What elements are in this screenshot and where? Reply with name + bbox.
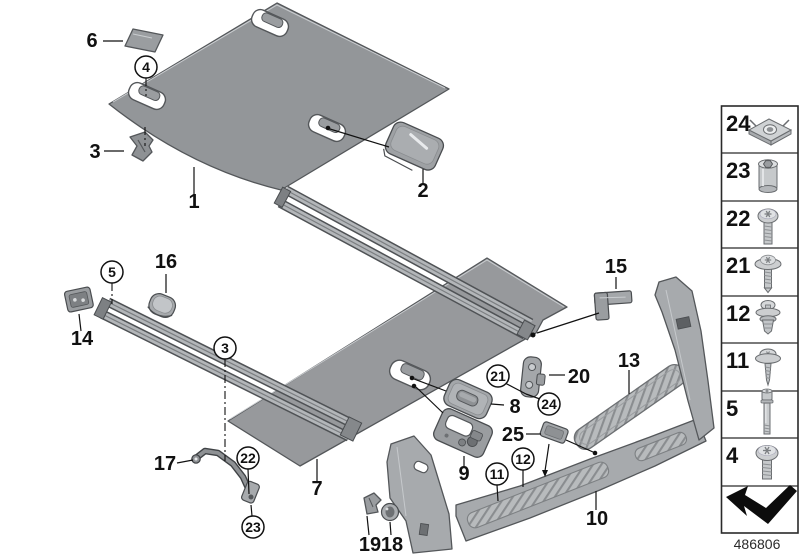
figure-number: 486806 [734, 536, 781, 552]
part-8-cover [443, 378, 493, 420]
label-8[interactable]: 8 [509, 396, 520, 418]
label-14[interactable]: 14 [71, 328, 94, 350]
label-19[interactable]: 19 [359, 534, 381, 556]
flange-head-screw-icon [754, 254, 782, 294]
part-6-cover [124, 28, 164, 53]
svg-text:22: 22 [240, 450, 256, 466]
label-1[interactable]: 1 [188, 191, 199, 213]
label-10[interactable]: 10 [586, 508, 608, 530]
part-2-cover [383, 121, 445, 171]
callout-circle-22[interactable]: 22 [236, 446, 260, 470]
callout-circle-21[interactable]: 21 [486, 364, 510, 388]
shoulder-bolt-icon [760, 388, 774, 435]
part-3-clip [129, 131, 154, 162]
label-18[interactable]: 18 [381, 534, 403, 556]
callout-circle-12[interactable]: 12 [511, 447, 535, 471]
legend-row-12[interactable]: 12 [726, 301, 750, 326]
part-19-clip [363, 492, 382, 515]
label-20[interactable]: 20 [568, 366, 590, 388]
legend-row-11[interactable]: 11 [726, 348, 749, 373]
legend-row-24[interactable]: 24 [726, 111, 751, 136]
pan-head-screw-icon [755, 445, 779, 480]
label-25[interactable]: 25 [502, 424, 524, 446]
rivet-nut-icon [758, 159, 778, 193]
mat-handle-cutout [127, 81, 167, 111]
svg-text:11: 11 [490, 466, 505, 482]
part-25-cap [539, 421, 569, 444]
label-7[interactable]: 7 [311, 478, 322, 500]
legend-row-21[interactable]: 21 [726, 253, 750, 278]
callout-circle-23[interactable]: 23 [241, 515, 265, 539]
label-6[interactable]: 6 [86, 30, 97, 52]
part-9-latch-frame [433, 408, 493, 458]
callout-circle-5[interactable]: 5 [100, 260, 124, 284]
part-14-bracket [63, 286, 94, 313]
part-number-labels: 6 3 1 2 16 14 17 7 15 13 20 8 25 9 10 19… [71, 30, 640, 556]
mat-handle-cutout [388, 359, 432, 391]
expanding-rivet-icon [755, 300, 781, 335]
svg-text:4: 4 [142, 59, 150, 75]
label-3[interactable]: 3 [89, 141, 100, 163]
part-20-bracket [520, 356, 546, 398]
direction-arrow-icon [726, 485, 797, 524]
mat-handle-cutout [250, 8, 290, 38]
screw-rivet-icon [755, 348, 781, 387]
circled-callouts: 4 5 3 22 23 21 24 12 [100, 55, 561, 539]
pan-head-screw-icon [757, 208, 779, 245]
label-15[interactable]: 15 [605, 256, 627, 278]
part-1-trunk-floor-mat [108, 2, 450, 191]
fastener-legend: 24 23 22 21 12 11 5 4 [720, 105, 799, 534]
label-13[interactable]: 13 [618, 350, 640, 372]
svg-text:23: 23 [245, 519, 261, 535]
speed-nut-clip-icon [747, 118, 793, 146]
part-10-sill-trim-panel [386, 276, 715, 554]
callout-circle-24[interactable]: 24 [537, 392, 561, 416]
svg-text:21: 21 [490, 368, 506, 384]
cargo-rail-right [273, 185, 536, 341]
svg-text:12: 12 [515, 451, 531, 467]
label-16[interactable]: 16 [155, 251, 177, 273]
callout-circle-3[interactable]: 3 [213, 336, 237, 360]
callout-circle-11[interactable]: 11 [485, 462, 509, 486]
part-15-bracket [593, 290, 633, 321]
svg-text:5: 5 [108, 264, 116, 280]
legend-row-4[interactable]: 4 [726, 443, 739, 468]
callout-circle-4[interactable]: 4 [134, 55, 158, 79]
label-17[interactable]: 17 [154, 453, 176, 475]
label-9[interactable]: 9 [458, 463, 469, 485]
label-2[interactable]: 2 [417, 180, 428, 202]
part-18-grommet [380, 502, 400, 522]
legend-row-22[interactable]: 22 [726, 206, 750, 231]
leader-lines [78, 40, 630, 536]
part-16-cap [147, 293, 177, 319]
legend-row-5[interactable]: 5 [726, 396, 738, 421]
legend-row-23[interactable]: 23 [726, 158, 750, 183]
svg-text:3: 3 [221, 340, 229, 356]
svg-text:24: 24 [541, 396, 557, 412]
